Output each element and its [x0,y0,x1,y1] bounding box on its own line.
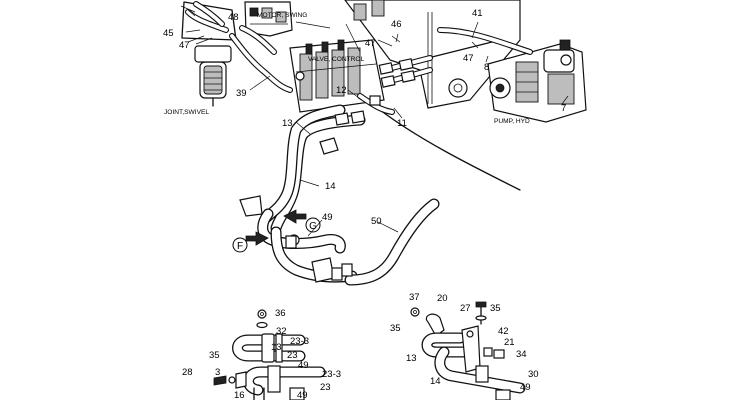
callout-37: 37 [409,292,420,303]
callout-11: 11 [397,118,407,129]
label-motor-swing: MOTOR, SWING [257,12,307,19]
valve-hoses [357,55,433,115]
callout-39: 39 [236,88,247,99]
label-valve-control: VALVE, CONTROL [308,56,365,63]
callout-12: 12 [336,85,347,96]
callout-35: 35 [490,303,501,314]
detail-view-left [213,309,326,400]
callout-35: 35 [209,350,220,361]
callout-13: 13 [406,353,417,364]
callout-8: 8 [484,62,489,73]
callout-13: 13 [282,118,293,129]
callout-49: 49 [297,390,308,400]
callout-36: 36 [275,308,286,319]
callout-49: 49 [520,382,531,393]
view-arrow-g: G [283,209,321,233]
callout-49: 49 [298,360,309,371]
callout-23: 23 [287,350,298,361]
callout-50: 50 [371,216,382,227]
callout-27: 27 [460,303,471,314]
callout-48: 48 [228,12,239,23]
callout-21: 21 [504,337,515,348]
callout-47: 47 [463,53,474,64]
view-label-g: G [309,221,317,232]
callout-49: 49 [322,212,333,223]
callout-numbers: 48 45 47 39 46 47 41 47 8 7 12 13 11 14 … [163,8,566,400]
callout-16: 16 [234,390,245,400]
detail-view-right [410,301,526,400]
swing-motor-block [229,1,293,93]
callout-34: 34 [516,349,527,360]
callout-7: 7 [561,103,566,114]
label-pump-hyd: PUMP, HYD [494,118,530,125]
callout-13: 13 [271,342,282,353]
callout-14: 14 [325,181,336,192]
callout-32: 32 [276,326,287,337]
callout-41: 41 [472,8,483,19]
callout-45: 45 [163,28,174,39]
callout-35: 35 [390,323,401,334]
upper-pipe-assembly [239,104,440,286]
callout-47: 47 [365,38,376,49]
callout-46: 46 [391,19,402,30]
hydraulic-pump-drawing [437,27,587,123]
leader-lines [180,5,569,237]
callout-23: 23 [320,382,331,393]
view-arrow-f: F [232,231,269,253]
callout-42: 42 [498,326,509,337]
callout-20: 20 [437,293,448,304]
callout-30: 30 [528,369,539,380]
callout-47: 47 [179,40,190,51]
callout-28: 28 [182,367,193,378]
swivel-joint-drawing [181,1,237,107]
callout-23-3: 23-3 [322,369,341,380]
callout-3: 3 [215,367,220,378]
callout-23-3: 23-3 [290,336,309,347]
label-joint-swivel: JOINT,SWIVEL [164,109,209,116]
view-label-f: F [237,241,243,252]
callout-14: 14 [430,376,441,387]
